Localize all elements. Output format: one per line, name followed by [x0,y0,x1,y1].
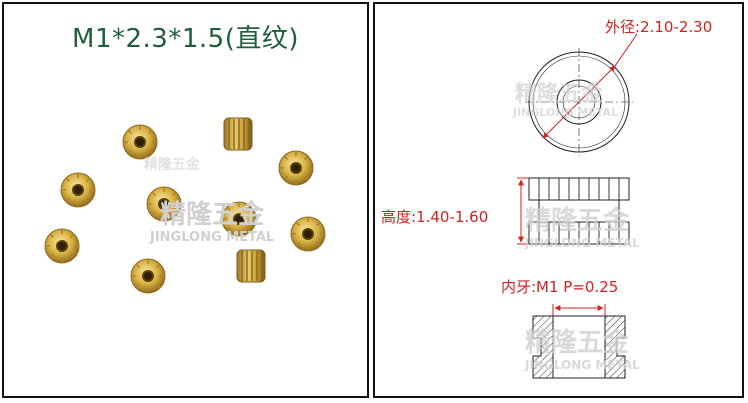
product-title: M1*2.3*1.5(直纹) [72,24,299,54]
watermark-en: JINGLONG METAL [525,236,640,250]
technical-drawing-panel: 外径:2.10-2.30 高度:1.40-1.60 内牙:M1 P=0.25 精… [373,2,744,398]
section-view [532,315,626,379]
thread-label: 内牙:M1 P=0.25 [501,278,619,296]
height-dimension [517,177,529,245]
watermark-en: JINGLONG METAL [525,358,640,372]
watermark-cn: 精隆五金 [525,328,630,358]
watermark-cn: 精隆五金 [515,82,604,107]
technical-drawing [517,33,638,379]
product-photo-panel: M1*2.3*1.5(直纹) [2,2,369,398]
watermark-cn: 精隆五金 [144,157,200,173]
watermark-cn: 精隆五金 [525,206,630,236]
outer-diameter-dimension [542,33,638,139]
thread-dimension [552,304,606,316]
height-label: 高度:1.40-1.60 [381,208,489,226]
watermark-cn: 精隆五金 [160,200,265,230]
watermark-en: JINGLONG METAL [150,230,275,245]
side-view [528,177,630,245]
outer-diameter-label: 外径:2.10-2.30 [605,18,713,36]
watermark-en: JINGLONG METAL [513,106,619,119]
